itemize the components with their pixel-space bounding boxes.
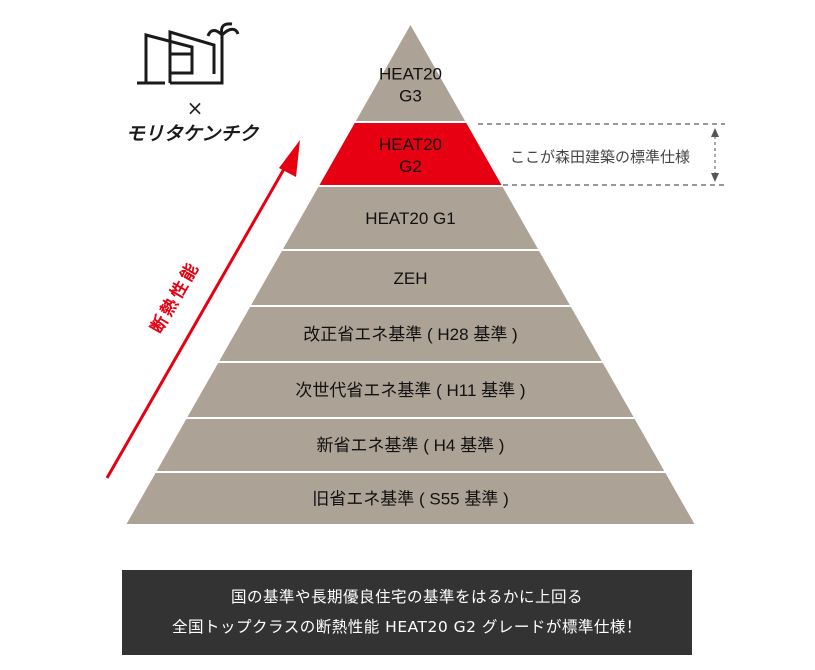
pyramid-level-label: HEAT20: [379, 65, 442, 84]
pyramid-level-label: G2: [399, 157, 422, 176]
pyramid-level-label: 新省エネ基準 ( H4 基準 ): [317, 436, 505, 455]
pyramid-level-label: HEAT20: [379, 135, 442, 154]
summary-banner: 国の基準や長期優良住宅の基準をはるかに上回る 全国トップクラスの断熱性能 HEA…: [122, 570, 692, 655]
pyramid-level-5: [219, 307, 602, 361]
pyramid-level-label: 改正省エネ基準 ( H28 基準 ): [303, 325, 517, 344]
callout-label: ここが森田建築の標準仕様: [510, 148, 690, 166]
banner-line-1: 国の基準や長期優良住宅の基準をはるかに上回る: [230, 588, 583, 606]
pyramid-level-label: 旧省エネ基準 ( S55 基準 ): [312, 490, 508, 509]
pyramid-level-label: 次世代省エネ基準 ( H11 基準 ): [295, 381, 525, 400]
logo-brand: モリタケンチク: [126, 123, 260, 145]
banner-line-2: 全国トップクラスの断熱性能 HEAT20 G2 グレードが標準仕様！: [172, 618, 642, 636]
pyramid-level-8: [126, 473, 695, 524]
double-arrow-icon: [711, 128, 719, 182]
pyramid-level-2: [319, 123, 502, 185]
performance-arrow-icon: [105, 140, 300, 479]
pyramid-level-label: ZEH: [394, 269, 428, 288]
logo-house-icon: [137, 22, 240, 85]
pyramid-level-6: [187, 363, 634, 417]
pyramid-level-4: [251, 251, 570, 305]
pyramid-level-label: HEAT20 G1: [365, 209, 455, 228]
pyramid-level-label: G3: [399, 87, 422, 106]
pyramid-level-7: [156, 419, 665, 471]
pyramid-level-3: [283, 187, 538, 249]
logo-cross: ×: [187, 96, 204, 120]
pyramid-level-1: [355, 25, 466, 121]
